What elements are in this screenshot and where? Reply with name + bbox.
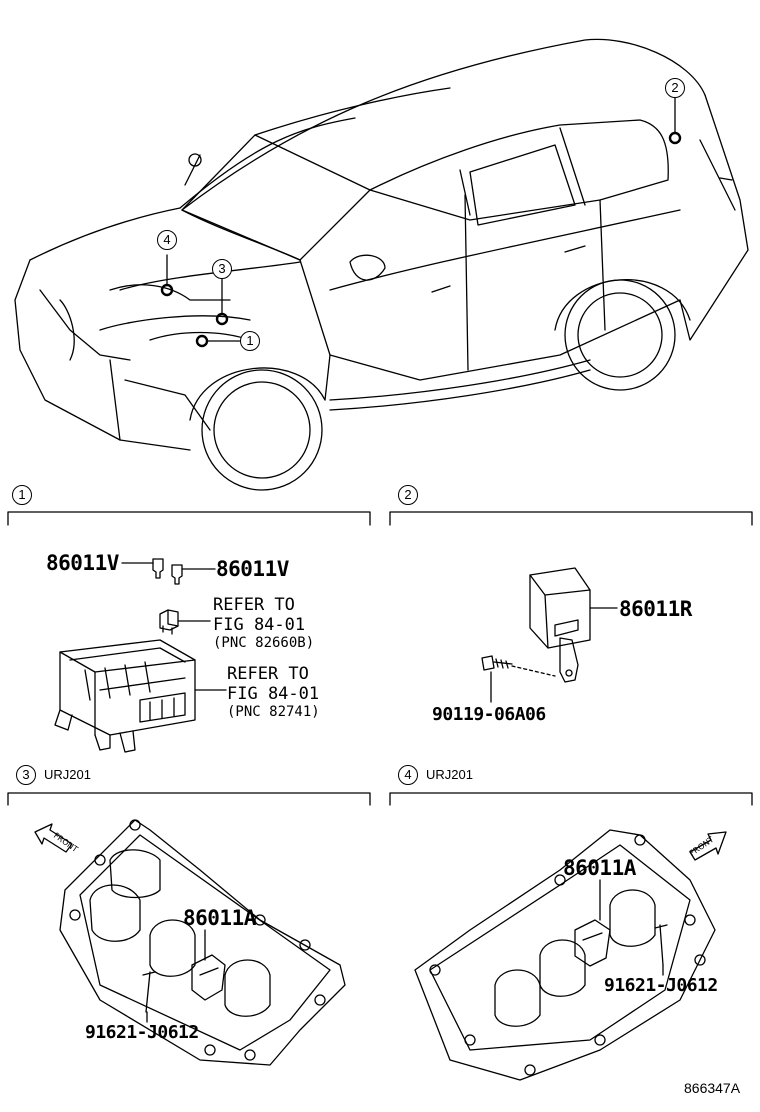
figure-id: 866347A [684,1080,741,1096]
reference-junction-block[interactable]: REFER TO FIG 84-01 (PNC 82741) [227,664,320,721]
front-arrow-right-icon [689,831,727,861]
control-module-illustration [529,567,591,683]
reference-relay-line1: REFER TO [213,595,295,615]
reference-junction-pnc: (PNC 82741) [227,704,320,721]
callout-2[interactable]: 2 [665,78,685,98]
bolt-illustration [481,655,513,671]
part-number-bolt-right[interactable]: 91621-J0612 [604,975,718,996]
section-4-number: 4 [398,765,418,785]
part-number-control-module[interactable]: 86011R [619,597,692,621]
front-arrow-left-icon [34,823,73,853]
cylinder-head-right-illustration [414,829,716,1081]
part-number-module-bolt[interactable]: 90119-06A06 [432,704,546,725]
callout-4[interactable]: 4 [157,230,177,250]
fuse-right-illustration [171,564,183,585]
part-number-knock-sensor-left[interactable]: 86011A [183,906,256,930]
section-3-model: URJ201 [44,767,91,782]
relay-illustration [159,609,179,635]
part-number-knock-sensor-right[interactable]: 86011A [563,856,636,880]
reference-relay-line2: FIG 84-01 [213,614,306,635]
reference-relay-pnc: (PNC 82660B) [213,635,315,652]
reference-junction-line2: FIG 84-01 [227,683,320,704]
part-number-fuse-left[interactable]: 86011V [46,551,119,575]
vehicle-illustration [14,38,749,491]
section-brackets [7,511,753,806]
cylinder-head-left-illustration [59,819,346,1066]
part-number-fuse-right[interactable]: 86011V [216,557,289,581]
reference-relay[interactable]: REFER TO FIG 84-01 (PNC 82660B) [213,595,315,652]
callout-1[interactable]: 1 [240,331,260,351]
junction-block-illustration [54,639,196,753]
callout-3[interactable]: 3 [212,259,232,279]
section-4-model: URJ201 [426,767,473,782]
callout-leaders [160,97,682,348]
fuse-left-illustration [152,558,164,579]
reference-junction-line1: REFER TO [227,664,309,684]
section-3-number: 3 [16,765,36,785]
section-1-number: 1 [12,485,32,505]
part-number-bolt-left[interactable]: 91621-J0612 [85,1022,199,1043]
section-2-number: 2 [398,485,418,505]
